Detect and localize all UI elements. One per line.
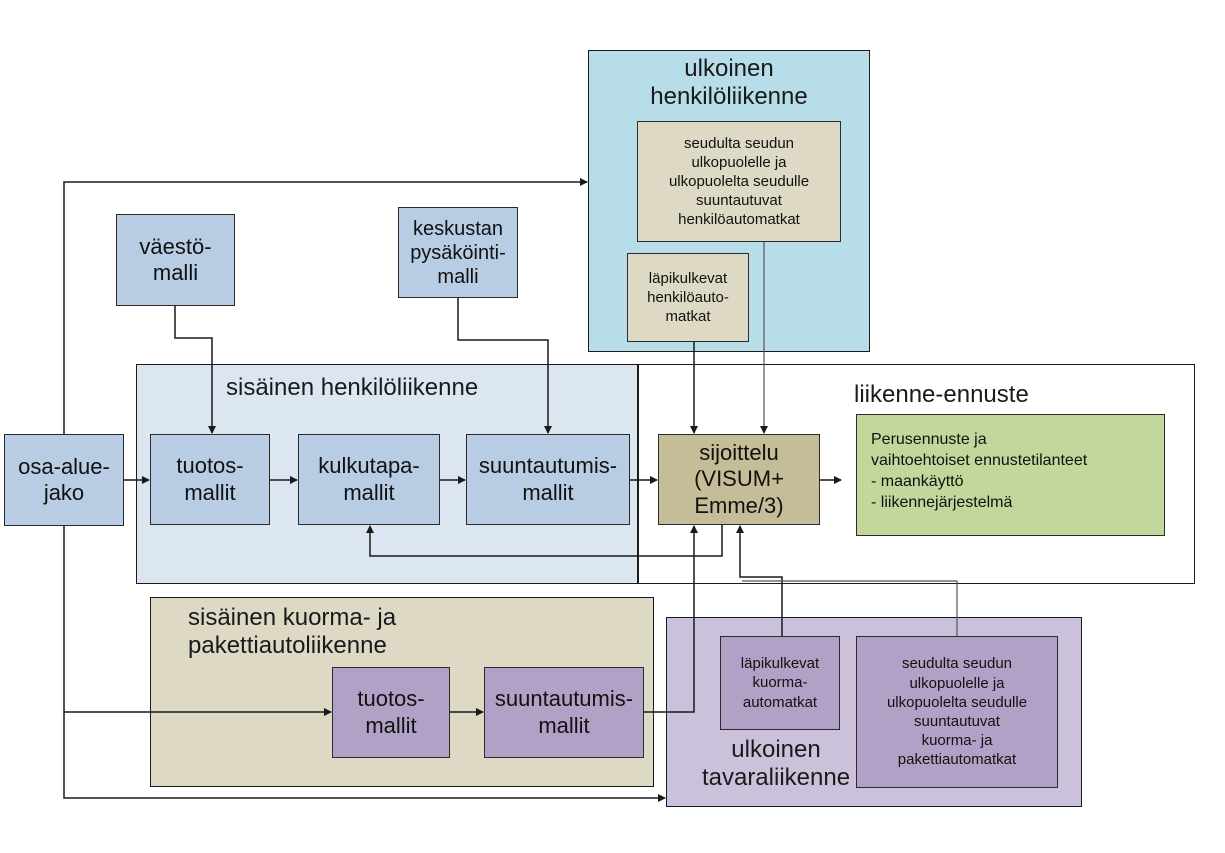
node-generation-models: tuotos- mallit [150, 434, 270, 525]
node-through-truck-trips: läpikulkevat kuorma- automatkat [720, 636, 840, 730]
arrow-freight-distribution-to-assignment [644, 525, 698, 713]
node-mode-choice-models: kulkutapa- mallit [298, 434, 440, 525]
node-distribution-models-label: suuntautumis- mallit [478, 453, 618, 505]
node-external-car-trips: seudulta seudun ulkopuolelle ja ulkopuol… [637, 121, 841, 242]
arrow-zoning-to-freight-generation [63, 526, 332, 716]
node-freight-distribution-models: suuntautumis- mallit [484, 667, 644, 758]
arrow-external-truck-to-assignment [742, 580, 958, 636]
node-population-model-label: väestö- malli [139, 233, 212, 285]
node-freight-generation-models-label: tuotos- mallit [357, 686, 425, 738]
node-freight-distribution-models-label: suuntautumis- mallit [494, 686, 634, 738]
title-forecast: liikenne-ennuste [854, 381, 1029, 408]
arrow-through-truck-to-assignment [736, 525, 783, 636]
node-assignment: sijoittelu (VISUM+ Emme/3) [658, 434, 820, 525]
arrow-zoning-to-external-freight [63, 712, 666, 802]
arrow-zoning-to-external-person [63, 178, 588, 434]
title-internal-freight-traffic: sisäinen kuorma- ja pakettiautoliikenne [188, 604, 397, 660]
node-population-model: väestö- malli [116, 214, 235, 306]
title-external-person-traffic: ulkoinen henkilöliikenne [650, 55, 808, 111]
arrow-assignment-feedback-to-mode-choice [366, 525, 723, 557]
node-zoning-label: osa-alue- jako [18, 453, 110, 505]
node-external-car-trips-label: seudulta seudun ulkopuolelle ja ulkopuol… [668, 134, 810, 229]
node-zoning: osa-alue- jako [4, 434, 124, 526]
node-parking-model-label: keskustan pysäköinti- malli [410, 217, 506, 288]
node-parking-model: keskustan pysäköinti- malli [398, 207, 518, 298]
arrow-population-to-generation [174, 306, 216, 434]
node-forecast-result-label: Perusennuste ja vaihtoehtoiset ennusteti… [871, 431, 1088, 512]
node-assignment-label: sijoittelu (VISUM+ Emme/3) [694, 439, 784, 518]
node-distribution-models: suuntautumis- mallit [466, 434, 630, 525]
node-through-car-trips: läpikulkevat henkilöauto- matkat [627, 253, 749, 342]
node-through-truck-trips-label: läpikulkevat kuorma- automatkat [740, 655, 820, 711]
node-mode-choice-models-label: kulkutapa- mallit [318, 453, 420, 505]
node-generation-models-label: tuotos- mallit [176, 453, 244, 505]
node-external-truck-trips: seudulta seudun ulkopuolelle ja ulkopuol… [856, 636, 1058, 788]
node-forecast-result: Perusennuste ja vaihtoehtoiset ennusteti… [856, 414, 1165, 536]
node-through-car-trips-label: läpikulkevat henkilöauto- matkat [647, 269, 729, 326]
node-external-truck-trips-label: seudulta seudun ulkopuolelle ja ulkopuol… [886, 655, 1028, 769]
arrow-parking-to-distribution [457, 298, 552, 434]
title-internal-person-traffic: sisäinen henkilöliikenne [226, 374, 479, 401]
title-external-freight-traffic: ulkoinen tavaraliikenne [701, 736, 851, 792]
node-freight-generation-models: tuotos- mallit [332, 667, 450, 758]
